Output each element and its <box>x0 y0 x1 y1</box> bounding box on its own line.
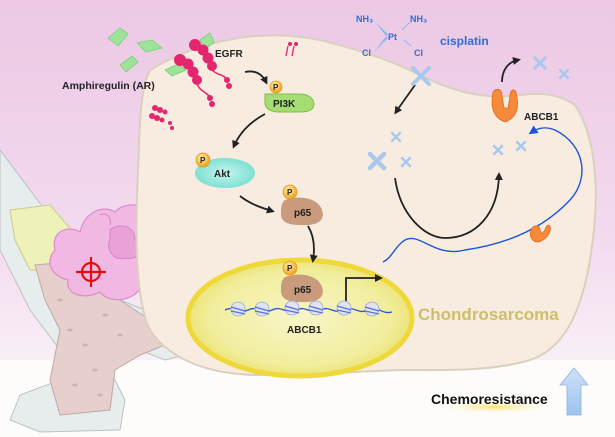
cl-label-2: Cl <box>414 48 423 58</box>
abcb1-transporter <box>491 88 518 123</box>
p65-cytoplasm-protein <box>280 184 323 226</box>
cl-label-1: Cl <box>362 48 371 58</box>
nh3-label-1: NH₃ <box>356 14 373 24</box>
pi3k-phospho-label: P <box>273 83 279 92</box>
target-crosshair-icon <box>76 257 106 287</box>
pi3k-protein <box>264 80 315 113</box>
nh3-label-2: NH₃ <box>410 14 427 24</box>
arrow-akt-to-p65 <box>239 195 275 214</box>
cisplatin-label: cisplatin <box>440 34 489 48</box>
pi3k-label: PI3K <box>273 99 296 110</box>
p65-nucleus-label: p65 <box>294 285 312 296</box>
arrow-p65-to-nucleus <box>307 225 318 263</box>
arrow-cisplatin-to-abcb1 <box>394 172 503 239</box>
akt-phospho-label: P <box>200 156 206 165</box>
akt-label: Akt <box>214 169 231 180</box>
p65-cytoplasm-label: p65 <box>294 208 312 219</box>
arrow-cisplatin-efflux <box>501 57 521 83</box>
abcb1-mrna-path <box>382 125 583 263</box>
egfr-label: EGFR <box>215 49 244 60</box>
akt-protein <box>195 152 255 188</box>
cisplatin-molecules <box>367 56 570 171</box>
arrow-pi3k-to-akt <box>232 113 266 149</box>
abcb1-gene-dna <box>224 300 393 317</box>
p65-nucleus-protein <box>280 260 323 303</box>
arrow-egfr-to-pi3k <box>244 70 268 85</box>
pt-label: Pt <box>388 32 397 42</box>
nucleus <box>185 257 415 379</box>
p65-cytoplasm-phospho-label: P <box>287 188 293 197</box>
transcription-start-arrow <box>345 274 383 307</box>
arrow-cisplatin-influx <box>394 84 416 115</box>
chemoresistance-label: Chemoresistance <box>431 391 548 407</box>
abcb1-transporter-synthesized <box>530 224 551 243</box>
amphiregulin-ligands <box>107 27 215 77</box>
chemoresistance-highlight <box>433 400 557 414</box>
chondrosarcoma-label: Chondrosarcoma <box>418 305 559 324</box>
egfr-receptor <box>149 39 298 130</box>
increase-arrow-icon <box>559 367 589 416</box>
cisplatin-structure: NH₃ NH₃ Pt Cl Cl <box>356 14 427 58</box>
abcb1-protein-label: ABCB1 <box>524 112 559 123</box>
amphiregulin-label: Amphiregulin (AR) <box>62 80 155 92</box>
p65-nucleus-phospho-label: P <box>287 264 293 273</box>
abcb1-gene-label: ABCB1 <box>287 325 322 336</box>
